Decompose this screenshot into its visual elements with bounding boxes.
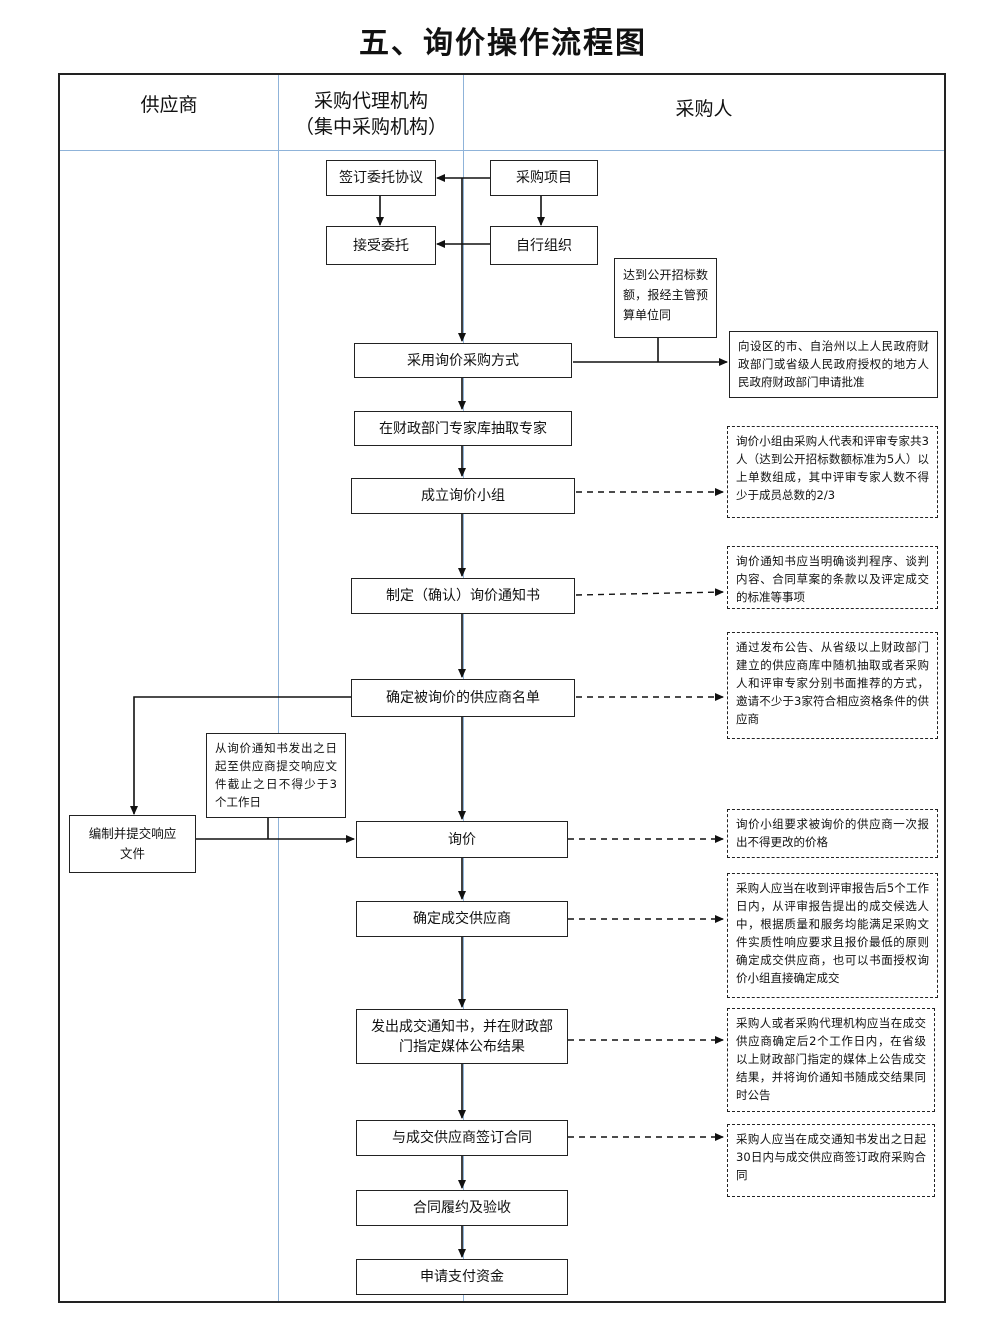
step-form-group: 成立询价小组 (351, 478, 575, 514)
step-apply-payment: 申请支付资金 (356, 1259, 568, 1295)
step-perform-accept: 合同履约及验收 (356, 1190, 568, 1226)
flowchart-frame (58, 73, 946, 1303)
arrow-suppliers-to-response (130, 696, 351, 815)
note-one-price: 询价小组要求被询价的供应商一次报出不得更改的价格 (727, 809, 938, 858)
step-accept-entrustment: 接受委托 (326, 226, 436, 265)
step-issue-notice: 发出成交通知书，并在财政部门指定媒体公布结果 (356, 1009, 568, 1064)
step-determine-winner: 确定成交供应商 (356, 901, 568, 937)
step-draw-experts: 在财政部门专家库抽取专家 (354, 411, 572, 446)
lane-header-agency-line2: （集中采购机构） (294, 116, 447, 138)
step-sign-agreement: 签订委托协议 (326, 160, 436, 196)
note-notice-content: 询价通知书应当明确谈判程序、谈判内容、合同草案的条款以及评定成交的标准等事项 (727, 546, 938, 609)
note-supplier-selection: 通过发布公告、从省级以上财政部门建立的供应商库中随机抽取或者采购人和评审专家分别… (727, 632, 938, 739)
note-threshold: 达到公开招标数额，报经主管预算单位同 (614, 258, 717, 338)
note-response-deadline: 从询价通知书发出之日起至供应商提交响应文件截止之日不得少于3个工作日 (206, 733, 346, 818)
step-determine-suppliers: 确定被询价的供应商名单 (351, 679, 575, 717)
step-make-notice: 制定（确认）询价通知书 (351, 578, 575, 614)
lane-header-agency-line1: 采购代理机构 (313, 90, 428, 112)
step-self-organize: 自行组织 (490, 226, 598, 265)
step-prepare-response: 编制并提交响应文件 (69, 815, 196, 873)
step-inquiry: 询价 (356, 821, 568, 858)
dashed-arrow-notice-note (575, 588, 724, 597)
note-announce-rule: 采购人或者采购代理机构应当在成交供应商确定后2个工作日内，在省级以上财政部门指定… (727, 1008, 935, 1112)
lane-divider-1 (278, 75, 279, 1301)
step-procurement-project: 采购项目 (490, 160, 598, 196)
header-divider (60, 150, 944, 151)
lane-header-supplier: 供应商 (140, 94, 198, 116)
page-title: 五、询价操作流程图 (359, 26, 647, 61)
step-adopt-inquiry: 采用询价采购方式 (354, 343, 572, 378)
note-contract-rule: 采购人应当在成交通知书发出之日起30日内与成交供应商签订政府采购合同 (727, 1124, 935, 1197)
lane-header-purchaser: 采购人 (675, 98, 733, 120)
note-winner-rule: 采购人应当在收到评审报告后5个工作日内，从评审报告提出的成交候选人中，根据质量和… (727, 873, 938, 998)
note-group-composition: 询价小组由采购人代表和评审专家共3人（达到公开招标数额标准为5人）以上单数组成，… (727, 426, 938, 518)
step-sign-contract: 与成交供应商签订合同 (356, 1120, 568, 1156)
lane-header-agency: 采购代理机构 （集中采购机构） (279, 88, 463, 140)
note-approval: 向设区的市、自治州以上人民政府财政部门或省级人民政府授权的地方人民政府财政部门申… (729, 331, 938, 398)
